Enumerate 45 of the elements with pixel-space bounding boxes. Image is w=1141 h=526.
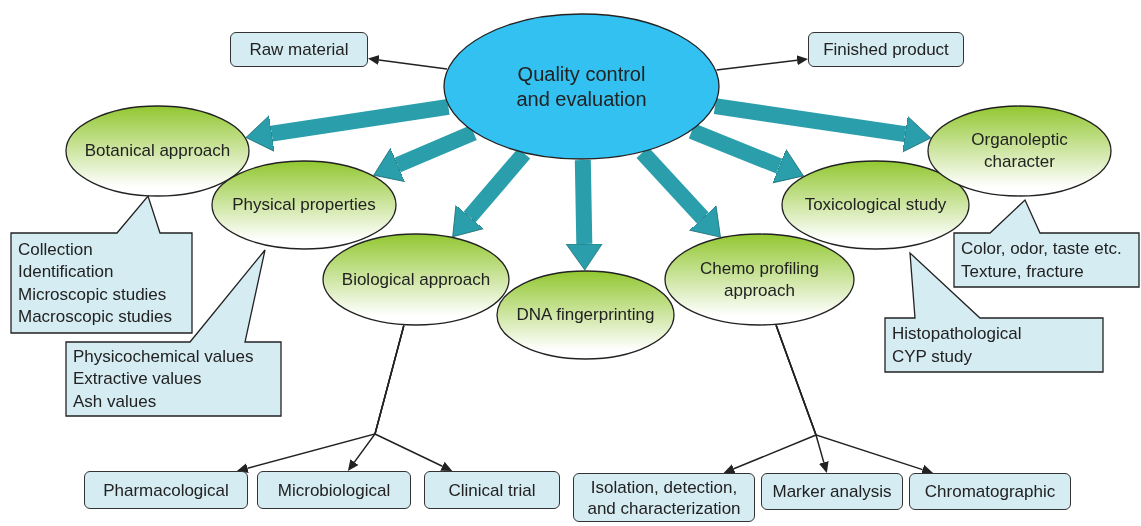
node-label: Toxicological study	[804, 194, 947, 216]
label-box: Clinical trial	[424, 471, 560, 509]
node-label: Physical properties	[232, 194, 376, 216]
ellipse-node	[322, 233, 510, 326]
node-label: Chemo profiling approach	[698, 257, 820, 302]
label-box: Chromatographic	[909, 473, 1071, 510]
node-label: Botanical approach	[84, 140, 231, 162]
callout-text: Ash values	[73, 390, 158, 413]
arrow	[374, 324, 453, 472]
block-arrow	[373, 125, 477, 182]
ellipse-node	[443, 13, 720, 160]
block-arrow	[565, 159, 603, 271]
callout-text: Microscopic studies	[18, 283, 168, 306]
block-arrow	[688, 123, 804, 184]
label-box: Isolation, detection, and characterization	[573, 473, 755, 522]
ellipse-node	[211, 160, 397, 250]
callout-text: Color, odor, taste etc.	[961, 238, 1123, 260]
label-box: Raw material	[230, 32, 368, 67]
callout-box	[10, 196, 193, 334]
label-box: Pharmacological	[84, 471, 248, 509]
ellipse-node	[664, 233, 855, 326]
callout-text: Texture, fracture	[961, 260, 1085, 283]
label-box: Microbiological	[257, 471, 411, 509]
callout-text: Macroscopic studies	[18, 306, 173, 328]
block-arrow	[636, 147, 721, 238]
callout-text: Collection	[18, 238, 94, 261]
node-label: Biological approach	[341, 268, 491, 291]
label-box: Finished product	[808, 32, 964, 67]
callout-text: Histopathological	[892, 323, 1023, 345]
arrow	[347, 324, 405, 471]
callout-box	[953, 200, 1140, 288]
callout-text: Identification	[18, 261, 115, 283]
arrow	[368, 55, 448, 70]
ellipse-node	[65, 105, 250, 197]
node-label: DNA fingerprinting	[516, 304, 655, 326]
node-label: Organoleptic character	[970, 129, 1069, 173]
arrow	[775, 324, 934, 475]
callout-text: Extractive values	[73, 368, 203, 391]
callout-text: Physicochemical values	[73, 345, 255, 368]
ellipse-node	[927, 105, 1112, 197]
arrow	[715, 55, 808, 71]
callout-text: CYP study	[892, 345, 973, 368]
node-label: Quality control and evaluation	[515, 61, 648, 112]
label-box: Marker analysis	[761, 473, 903, 510]
ellipse-node	[496, 270, 675, 360]
